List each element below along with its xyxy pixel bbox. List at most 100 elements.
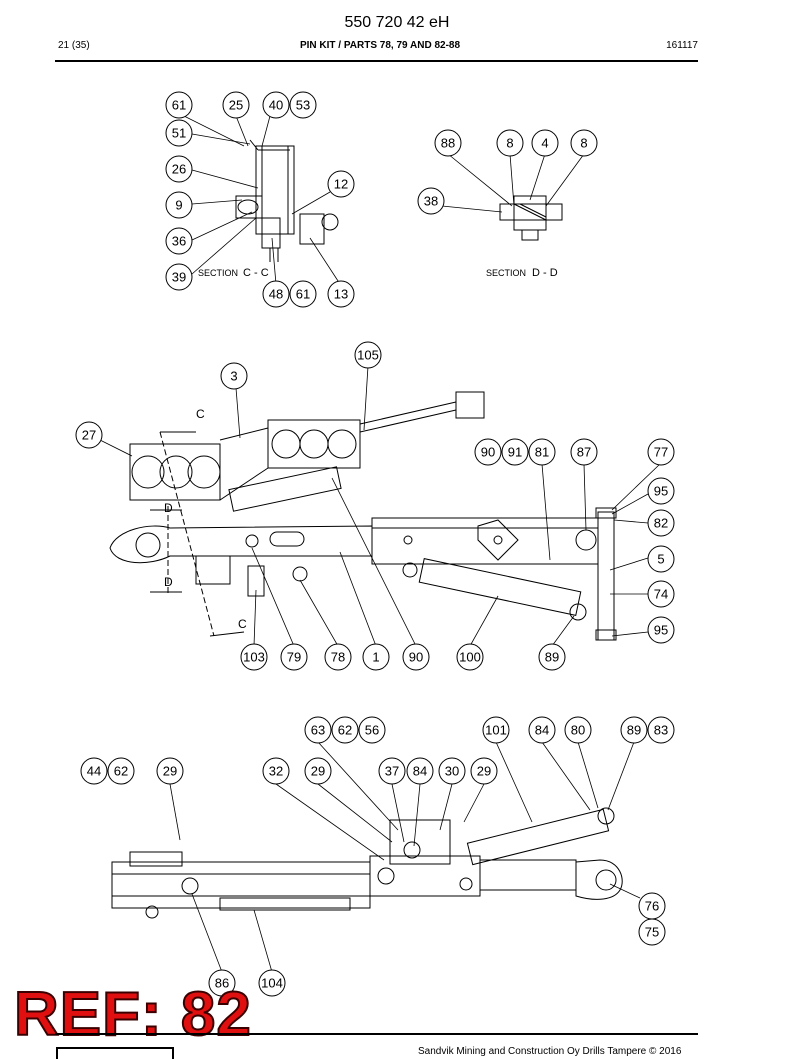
callout-label: 53 bbox=[296, 98, 310, 113]
callout-label: 29 bbox=[163, 764, 177, 779]
callout-label: 13 bbox=[334, 287, 348, 302]
callout-circle bbox=[354, 341, 382, 369]
callout-circle bbox=[647, 438, 675, 466]
callout-label: 29 bbox=[477, 764, 491, 779]
callout-label: 1 bbox=[372, 650, 379, 665]
callout-label: 8 bbox=[580, 136, 587, 151]
callout-circle bbox=[289, 280, 317, 308]
callout-circle bbox=[75, 421, 103, 449]
section-cc-label: SECTION bbox=[198, 268, 238, 278]
callout-label: 62 bbox=[114, 764, 128, 779]
callout-circle bbox=[331, 716, 359, 744]
ref-stamp: REF: 82 bbox=[13, 980, 252, 1049]
callout-label: 75 bbox=[645, 925, 659, 940]
callout-label: 74 bbox=[654, 587, 668, 602]
callout-circle bbox=[262, 91, 290, 119]
callout-circle bbox=[220, 362, 248, 390]
callout-label: 87 bbox=[577, 445, 591, 460]
callout-label: 26 bbox=[172, 162, 186, 177]
callout-circle bbox=[258, 969, 286, 997]
callout-label: 77 bbox=[654, 445, 668, 460]
callout-circle bbox=[165, 155, 193, 183]
callout-circle bbox=[482, 716, 510, 744]
callout-circle bbox=[528, 438, 556, 466]
callout-label: 44 bbox=[87, 764, 101, 779]
callout-label: 76 bbox=[645, 899, 659, 914]
callout-label: 62 bbox=[338, 723, 352, 738]
side-view-drawing bbox=[109, 391, 617, 641]
callout-circle bbox=[262, 280, 290, 308]
callout-circle bbox=[434, 129, 462, 157]
callout-label: 100 bbox=[459, 650, 481, 665]
callout-circle bbox=[647, 580, 675, 608]
callout-label: 89 bbox=[627, 723, 641, 738]
callout-circle bbox=[647, 509, 675, 537]
page-heading: PIN KIT / PARTS 78, 79 AND 82-88 bbox=[299, 40, 461, 51]
callout-circle bbox=[456, 643, 484, 671]
callout-circle bbox=[438, 757, 466, 785]
callout-label: 90 bbox=[409, 650, 423, 665]
callout-circle bbox=[538, 643, 566, 671]
callout-circle bbox=[406, 757, 434, 785]
page-number: 21 (35) bbox=[58, 40, 90, 51]
callout-label: 25 bbox=[229, 98, 243, 113]
callout-circle bbox=[647, 716, 675, 744]
callout-label: 82 bbox=[654, 516, 668, 531]
callout-circle bbox=[107, 757, 135, 785]
callout-circle bbox=[165, 91, 193, 119]
footer-rule bbox=[55, 1033, 698, 1035]
callout-label: 103 bbox=[243, 650, 265, 665]
callout-label: 79 bbox=[287, 650, 301, 665]
callout-circle bbox=[501, 438, 529, 466]
callout-label: 83 bbox=[654, 723, 668, 738]
callout-circle bbox=[222, 91, 250, 119]
callout-label: 101 bbox=[485, 723, 507, 738]
callout-circle bbox=[165, 191, 193, 219]
document-code: 161117 bbox=[666, 40, 698, 51]
callout-circle bbox=[417, 187, 445, 215]
callout-circle bbox=[327, 170, 355, 198]
top-view-drawing bbox=[111, 807, 623, 919]
section-cc-id: C - C bbox=[243, 267, 269, 279]
callout-label: 30 bbox=[445, 764, 459, 779]
callout-label: 61 bbox=[296, 287, 310, 302]
callout-circle bbox=[358, 716, 386, 744]
callout-label: 84 bbox=[413, 764, 427, 779]
sandvik-logo bbox=[56, 1047, 174, 1059]
callout-label: 37 bbox=[385, 764, 399, 779]
callout-circle bbox=[528, 716, 556, 744]
section-mark-d-bottom: D bbox=[164, 575, 173, 589]
section-dd-label: SECTION bbox=[486, 268, 526, 278]
callout-label: 29 bbox=[311, 764, 325, 779]
callout-circle bbox=[165, 119, 193, 147]
callout-circle bbox=[80, 757, 108, 785]
callout-circle bbox=[638, 918, 666, 946]
callout-circle bbox=[304, 757, 332, 785]
callout-label: 27 bbox=[82, 428, 96, 443]
callout-circle bbox=[531, 129, 559, 157]
callout-circle bbox=[647, 477, 675, 505]
section-mark-c-top: C bbox=[196, 407, 205, 421]
callout-label: 105 bbox=[357, 348, 379, 363]
callout-label: 38 bbox=[424, 194, 438, 209]
callout-circle bbox=[362, 643, 390, 671]
callout-circle bbox=[289, 91, 317, 119]
callout-circle bbox=[324, 643, 352, 671]
callout-circle bbox=[496, 129, 524, 157]
callout-label: 84 bbox=[535, 723, 549, 738]
callout-circle bbox=[620, 716, 648, 744]
callout-label: 5 bbox=[657, 552, 664, 567]
callout-circle bbox=[647, 545, 675, 573]
callout-label: 39 bbox=[172, 270, 186, 285]
section-mark-d-top: D bbox=[164, 501, 173, 515]
callout-label: 86 bbox=[215, 976, 229, 991]
callout-label: 51 bbox=[172, 126, 186, 141]
callout-circle bbox=[647, 616, 675, 644]
callout-circle bbox=[402, 643, 430, 671]
callout-circle bbox=[564, 716, 592, 744]
callout-circle bbox=[280, 643, 308, 671]
callout-circle bbox=[474, 438, 502, 466]
section-dd-drawing bbox=[499, 195, 563, 241]
